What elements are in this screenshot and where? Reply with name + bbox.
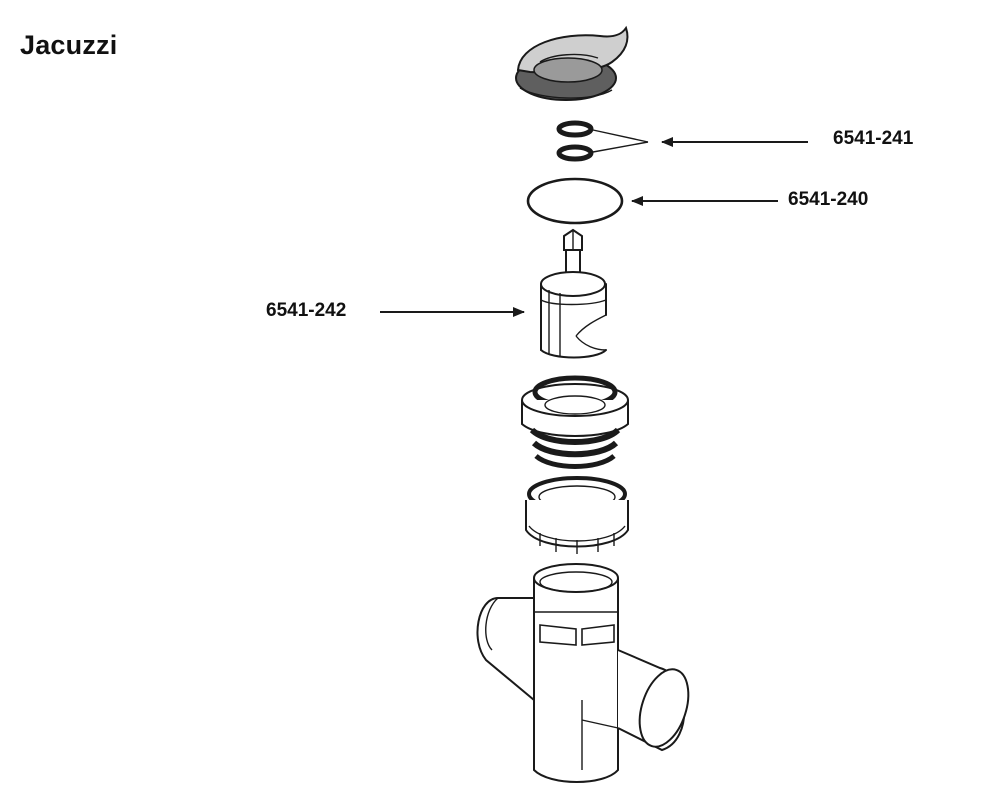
cap-lid xyxy=(515,25,629,101)
part-label-6541-241: 6541-241 xyxy=(833,128,914,149)
small-o-rings xyxy=(556,120,649,162)
part-label-6541-242: 6541-242 xyxy=(266,300,347,321)
filter-basket xyxy=(540,228,607,359)
large-o-ring xyxy=(526,177,624,225)
part-label-6541-240: 6541-240 xyxy=(788,189,869,210)
brand-title: Jacuzzi xyxy=(20,30,118,60)
tee-body xyxy=(476,563,690,783)
threaded-adapter xyxy=(521,375,629,469)
union-nut xyxy=(525,476,629,554)
